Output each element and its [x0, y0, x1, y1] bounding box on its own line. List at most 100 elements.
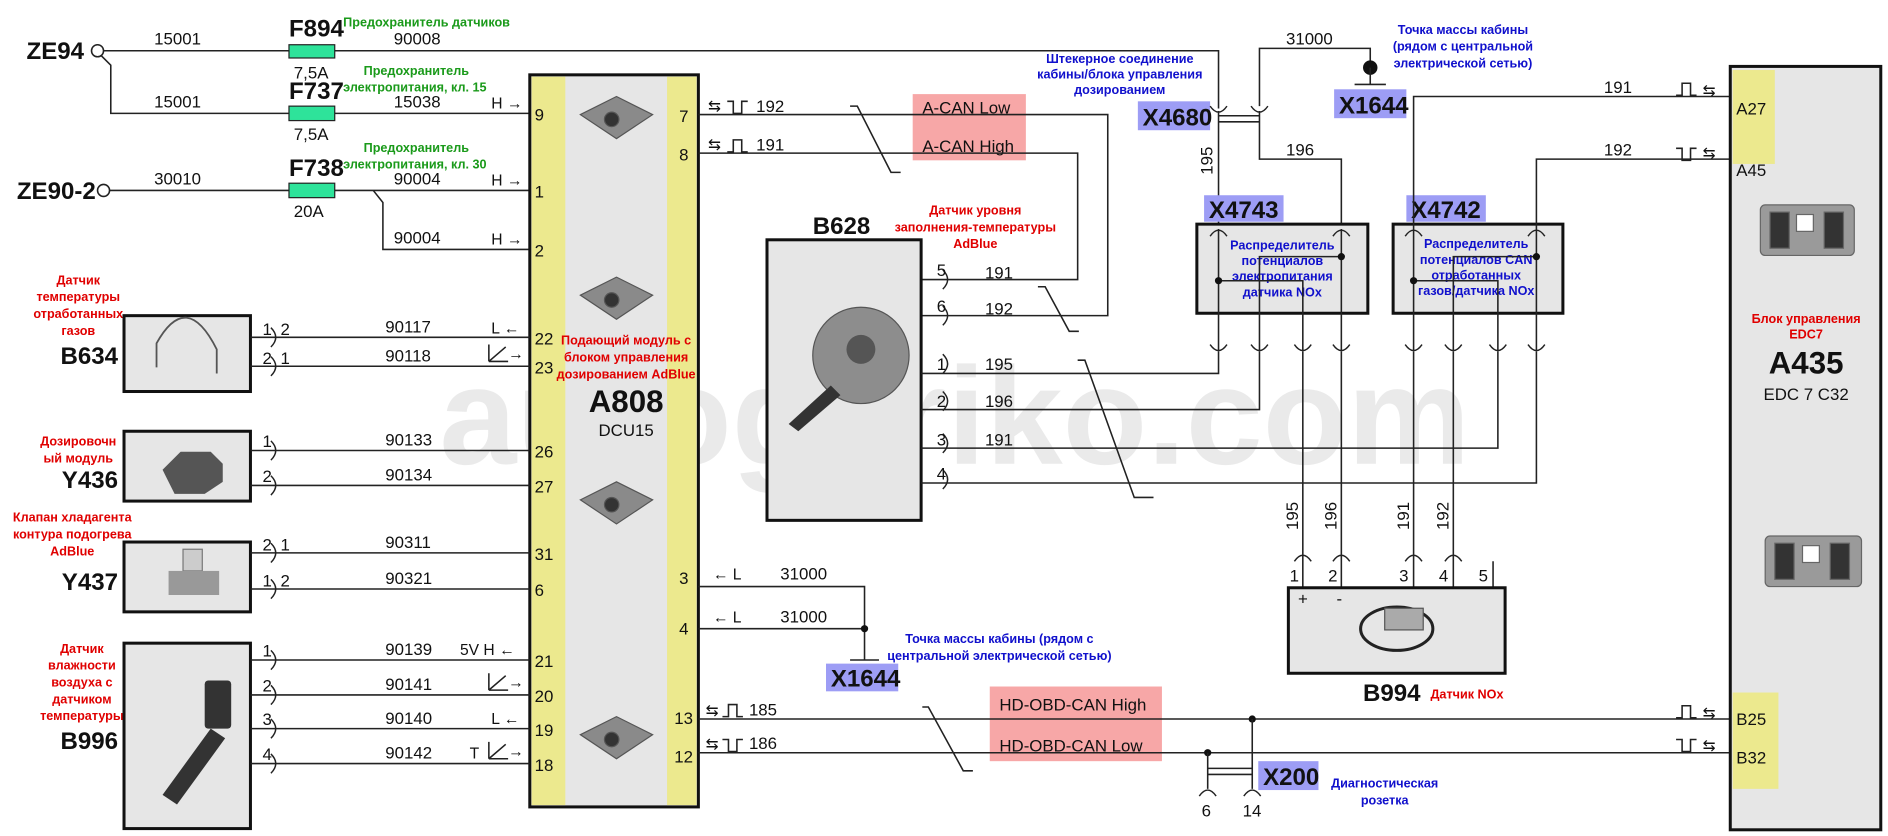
pin-label: 19 [535, 721, 554, 740]
wire-label: 192 [1434, 502, 1453, 530]
module-desc: дозированием AdBlue [557, 367, 696, 381]
ground-desc: (рядом с центральной [1393, 40, 1533, 54]
fuse-rating: 7,5A [294, 63, 329, 82]
wire-185[interactable]: ⇆ 185 [698, 700, 1731, 720]
terminal-ze90-icon[interactable] [96, 183, 111, 198]
wire-label: 30010 [154, 169, 201, 188]
ground-x1644-top[interactable]: X1644 Точка массы кабины (рядом с центра… [1334, 23, 1533, 119]
pin-label: 1 [535, 183, 544, 202]
valve-y437[interactable]: Клапан хладагента контура подогрева AdBl… [13, 511, 252, 614]
wire-192[interactable]: 4 [921, 351, 1538, 484]
ground-id: X1644 [831, 666, 901, 693]
wire-186[interactable]: ⇆ 186 [698, 734, 1731, 754]
component-desc: датчиком [52, 692, 111, 706]
component-id: Y436 [62, 467, 118, 494]
distributor-x4743[interactable]: X4743 Распределитель потенциалов электро… [1195, 195, 1370, 352]
can-high-pulse-icon [726, 139, 749, 153]
component-desc: заполнения-температуры [895, 220, 1056, 234]
fuse-desc: Предохранитель [364, 64, 470, 78]
wire-label: 90118 [385, 346, 431, 365]
ground-x1644-bottom[interactable]: ← L 31000 ← L 31000 X1644 Точка массы ка… [698, 564, 1112, 693]
module-desc: Подающий модуль с [561, 334, 691, 348]
pin-label: A27 [1736, 100, 1766, 119]
signal-label: ← L [713, 566, 742, 583]
wire-label: 191 [985, 431, 1013, 450]
humidity-sensor-icon [162, 680, 232, 805]
sensor-b634[interactable]: Датчик температуры отработанных газов B6… [33, 273, 252, 394]
wire-90008[interactable] [103, 49, 1220, 109]
pin-label: 1 [262, 641, 271, 660]
wire-90117[interactable]: 1 2 90117 L ← [250, 318, 530, 348]
wire-label: 192 [1604, 141, 1632, 160]
component-id: B994 [1363, 680, 1421, 707]
module-a808[interactable]: Подающий модуль с блоком управления дози… [528, 73, 700, 809]
fuse-f894[interactable]: F894 7,5A Предохранитель датчиков 90008 [288, 15, 510, 82]
wire-90321[interactable]: 1 2 90321 [250, 569, 530, 600]
distributor-desc: датчика NOx [1243, 285, 1322, 299]
connector-desc: кабины/блока управления [1037, 67, 1202, 81]
wire-195[interactable]: 1 195 [921, 351, 1220, 375]
ecu-a435[interactable]: A27 A45 B25 B32 Блок управления EDC7 A43… [1604, 64, 1883, 832]
obd-can-high-label: HD-OBD-CAN High [999, 696, 1146, 715]
wire-191-a-can-high[interactable]: ⇆ 191 [698, 136, 1079, 281]
wire-192-a-can-low[interactable]: ⇆ 192 [698, 97, 1109, 317]
distributor-desc: электропитания [1232, 270, 1333, 284]
bidirectional-arrow-icon: ⇆ [706, 702, 719, 719]
pin-label: 3 [262, 710, 271, 729]
wire-label: 196 [985, 392, 1013, 411]
distributor-x4742[interactable]: X4742 Распределитель потенциалов CAN отр… [1391, 95, 1731, 352]
terminal-ze94-icon[interactable] [90, 43, 105, 58]
pin-label: 23 [535, 358, 554, 377]
cable-bundle-mark [922, 706, 973, 772]
terminal-ze90-label: ZE90-2 [17, 178, 96, 205]
component-desc: Дозировочн [40, 435, 116, 449]
diagnostic-socket-x200[interactable]: 6 14 X200 Диагностическая розетка [1198, 715, 1438, 821]
component-desc: влажности [48, 659, 116, 673]
wire-191[interactable]: 3 191 [921, 351, 1499, 450]
wire-196[interactable]: 2 196 [921, 351, 1261, 411]
pin-label: 1 [262, 432, 271, 451]
nox-sensor-b994[interactable]: 195 196 191 192 1 2 3 4 5 + - B994 Датчи… [1283, 351, 1507, 707]
pin-label: 3 [679, 569, 688, 588]
fuse-desc: электропитания, кл. 30 [343, 158, 486, 172]
sensor-b996[interactable]: Датчик влажности воздуха с датчиком темп… [40, 641, 252, 831]
fuse-icon [288, 44, 336, 59]
can-high-pulse-icon [1675, 704, 1698, 719]
pin-label: 1 [1290, 567, 1299, 586]
wire-label: 90004 [394, 169, 441, 188]
wire-90140[interactable]: 3 90140 L ← [250, 709, 530, 739]
wire-label: 191 [756, 136, 784, 155]
wire-label: 90321 [385, 569, 432, 588]
wire-90139[interactable]: 1 90139 5V H ← [250, 640, 530, 671]
pin-label: 2 [535, 242, 544, 261]
sensor-b628[interactable]: B628 Датчик уровня заполнения-температур… [765, 204, 1056, 522]
signal-label: L ← [491, 711, 519, 728]
dosing-module-y436[interactable]: Дозировочн ый модуль Y436 [40, 429, 252, 503]
signal-label: H → [491, 173, 522, 190]
fuse-f737[interactable]: F737 7,5A Предохранитель электропитания,… [288, 64, 523, 144]
pin-label: 14 [1243, 802, 1262, 821]
pin-label: B32 [1736, 749, 1766, 768]
wire-90118[interactable]: 2 1 90118 → [250, 343, 530, 377]
ramp-signal-icon [488, 672, 509, 691]
wire-90142[interactable]: 4 90142 T → [250, 741, 530, 774]
socket-desc: Диагностическая [1331, 777, 1438, 791]
fuse-icon [288, 182, 336, 199]
component-desc: воздуха с [51, 676, 112, 690]
plus-label: + [1298, 590, 1308, 609]
wire-90311[interactable]: 2 1 90311 [250, 533, 530, 564]
wire-label: 90142 [385, 744, 432, 763]
signal-label: 5V H ← [460, 642, 515, 659]
wire-90133[interactable]: 1 90133 [250, 431, 530, 461]
wire-90141[interactable]: 2 90141 → [250, 672, 530, 706]
wire-label: 195 [1283, 502, 1302, 530]
pin-label: 4 [262, 745, 271, 764]
connector-x4680[interactable]: Штекерное соединение кабины/блока управл… [1037, 30, 1372, 229]
component-desc: AdBlue [50, 544, 94, 558]
pin-label: 1 [937, 355, 946, 374]
cable-bundle-mark [850, 105, 901, 174]
wire-90134[interactable]: 2 90134 [250, 466, 530, 496]
fuse-f738[interactable]: F738 20A Предохранитель электропитания, … [288, 141, 523, 249]
socket-desc: розетка [1361, 794, 1410, 808]
wire-90004-branch[interactable] [372, 189, 530, 251]
